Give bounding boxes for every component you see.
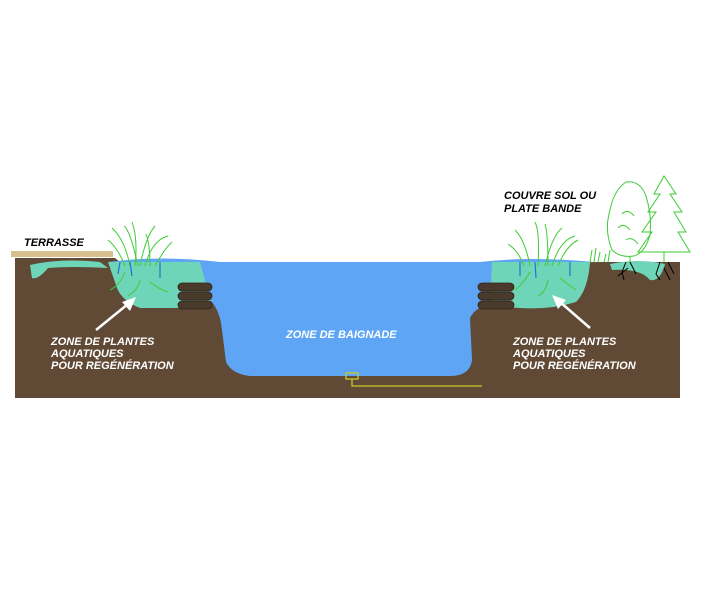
drain-pipe bbox=[345, 372, 482, 387]
stone bbox=[477, 291, 515, 301]
right-rim-water bbox=[610, 261, 665, 281]
plant-zone-left-line2: AQUATIQUES bbox=[50, 348, 124, 360]
stone bbox=[177, 282, 213, 292]
left-rim-water bbox=[30, 260, 108, 279]
plant-zone-left-line1: ZONE DE PLANTES bbox=[50, 336, 155, 348]
plant-zone-right-line1: ZONE DE PLANTES bbox=[512, 336, 617, 348]
terrace-slab bbox=[11, 251, 113, 257]
ground-cover-label-line1: COUVRE SOL OU bbox=[504, 190, 597, 202]
bank-shrubs bbox=[589, 247, 611, 263]
right-aquatic-plants bbox=[507, 221, 579, 297]
left-callout-arrow bbox=[95, 297, 136, 331]
ground-cover-label-line2: PLATE BANDE bbox=[504, 203, 582, 215]
right-callout-arrow bbox=[552, 295, 591, 329]
left-aquatic-plants bbox=[107, 221, 173, 297]
plant-zone-left-line3: POUR REGÉNÉRATION bbox=[51, 359, 175, 372]
tree-roots bbox=[617, 261, 675, 281]
stone-row-right bbox=[477, 282, 515, 310]
stone bbox=[477, 300, 515, 310]
swim-zone-label: ZONE DE BAIGNADE bbox=[285, 329, 397, 341]
swimming-zone-water bbox=[108, 258, 595, 376]
stone bbox=[177, 300, 213, 310]
right-plant-zone-water bbox=[490, 262, 590, 309]
terrace-label: TERRASSE bbox=[24, 237, 85, 249]
drain-line bbox=[351, 379, 482, 387]
stone-row-left bbox=[177, 282, 213, 310]
plant-zone-right-line3: POUR REGÉNÉRATION bbox=[513, 359, 637, 372]
stone bbox=[477, 282, 515, 292]
stone bbox=[177, 291, 213, 301]
plant-zone-right-line2: AQUATIQUES bbox=[512, 348, 586, 360]
right-blue-reeds bbox=[519, 261, 571, 279]
conifer-tree bbox=[637, 175, 691, 262]
left-blue-reeds bbox=[117, 261, 161, 278]
deciduous-tree bbox=[606, 181, 651, 262]
